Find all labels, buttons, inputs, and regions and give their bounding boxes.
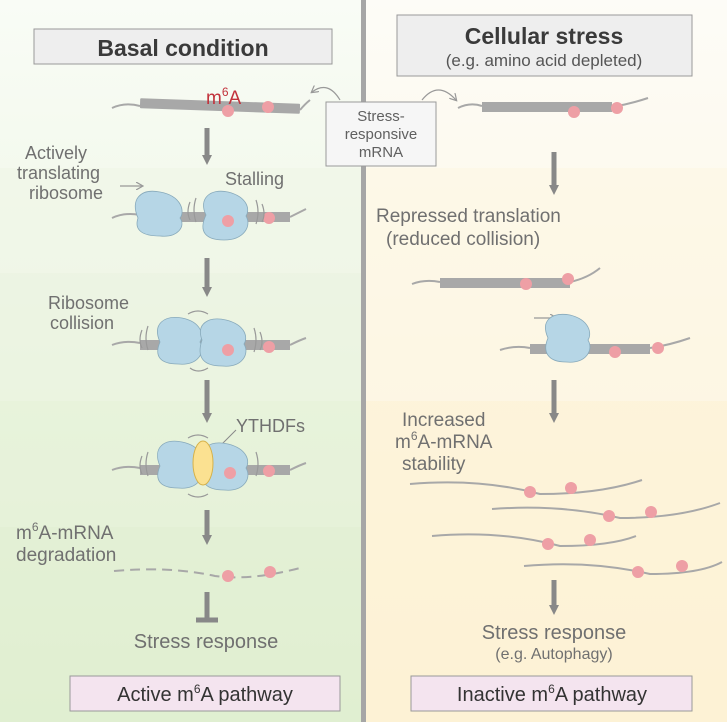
stability-line-1: Increased: [402, 410, 485, 431]
stress-responsive-line-1: Stress-: [357, 108, 405, 125]
left-mrna-1: [111, 98, 311, 117]
degradation-line-2: degradation: [16, 545, 116, 566]
inactive-pathway-box: [410, 675, 693, 712]
left-stress-response: Stress response: [134, 631, 279, 653]
stability-line-3: stability: [402, 454, 466, 475]
ribosome-stalling: [187, 190, 265, 241]
right-stress-response: Stress response: [482, 622, 627, 644]
right-mrna-1: [457, 97, 649, 118]
stable-mrna-4: [523, 560, 723, 578]
active-pathway-label: Active m6A pathway: [117, 682, 293, 706]
repressed-line-2: (reduced collision): [386, 229, 540, 250]
right-ribosome: [545, 313, 591, 363]
ribosome-translating: [134, 190, 183, 237]
actively-line-1: Actively: [25, 143, 87, 163]
curved-arrow-left: [312, 88, 341, 101]
inactive-pathway-label: Inactive m6A pathway: [457, 682, 647, 706]
left-mrna-degraded: [113, 566, 301, 582]
stability-line-2: m6A-mRNA: [395, 429, 493, 453]
left-title-box: [33, 28, 333, 65]
stress-responsive-line-2: responsive: [345, 126, 418, 143]
right-mrna-2: [411, 267, 601, 290]
right-subtitle: (e.g. amino acid depleted): [446, 51, 643, 70]
inhibition-bar: [196, 592, 218, 623]
ythdfs-label: YTHDFs: [236, 416, 305, 436]
collision-line-1: Ribosome: [48, 293, 129, 313]
stable-mrna-2: [491, 502, 721, 522]
stalling-label: Stalling: [225, 169, 284, 189]
ribosome-ythdf-complex: [139, 434, 259, 498]
stable-mrna-3: [431, 533, 637, 550]
right-stress-response-sub: (e.g. Autophagy): [495, 646, 612, 663]
curved-arrow-right: [421, 89, 456, 100]
right-title: Cellular stress: [465, 23, 624, 49]
repressed-line-1: Repressed translation: [376, 206, 561, 227]
actively-line-2: translating: [17, 163, 100, 183]
degradation-line-1: m6A-mRNA: [16, 520, 114, 544]
active-pathway-box: [69, 675, 341, 712]
m6a-label: m6A: [206, 85, 242, 109]
center-divider: [361, 0, 366, 722]
actively-line-3: ribosome: [29, 183, 103, 203]
left-title: Basal condition: [97, 35, 268, 61]
stress-responsive-line-3: mRNA: [359, 144, 403, 161]
right-band-2: [366, 401, 727, 722]
collision-line-2: collision: [50, 313, 114, 333]
ythdf-protein: [192, 440, 214, 486]
stable-mrna-1: [409, 479, 643, 498]
stress-responsive-mrna-box: [325, 101, 437, 167]
ribosome-collision: [139, 310, 263, 372]
right-title-box: [396, 14, 693, 77]
